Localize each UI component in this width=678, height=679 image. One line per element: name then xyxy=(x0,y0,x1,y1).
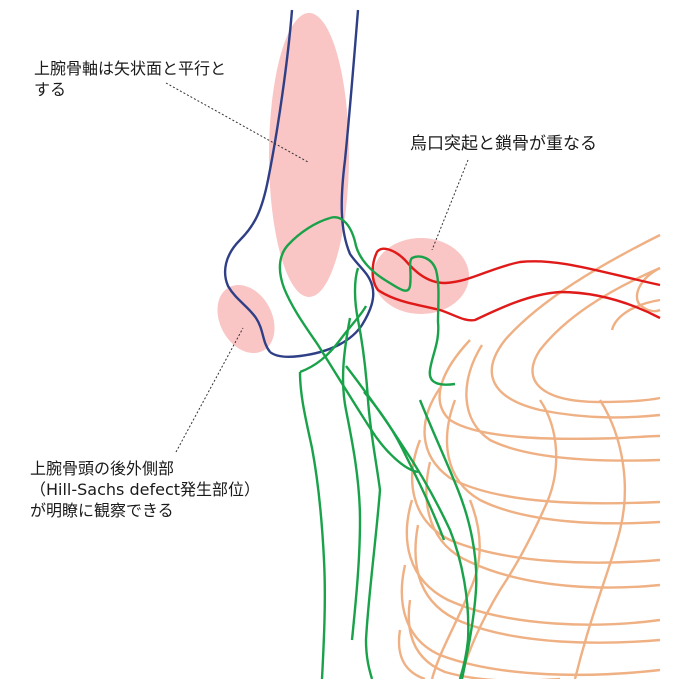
annotation-humerus-axis-line1: 上腕骨軸は矢状面と平行と xyxy=(34,59,227,78)
rib-line xyxy=(430,499,481,679)
humerus-medial-cortex xyxy=(269,9,375,358)
rib-line xyxy=(411,439,661,564)
scapula-lower-line xyxy=(363,391,446,541)
rib-line xyxy=(531,266,661,404)
highlight-humeral-shaft xyxy=(269,13,349,297)
rib-line xyxy=(397,629,426,679)
rib-line xyxy=(610,298,661,331)
annotation-coracoid-clavicle: 烏口突起と鎖骨が重なる xyxy=(410,134,597,155)
rib-line xyxy=(465,344,661,462)
rib-line xyxy=(573,399,627,679)
leader-coracoid-clavicle xyxy=(431,159,469,251)
scapula-lateral-border-inner xyxy=(299,305,368,374)
rib-line xyxy=(405,499,661,626)
rib-line xyxy=(438,339,661,441)
scapula xyxy=(278,216,478,679)
annotation-humeral-head: 上腕骨頭の後外側部 （Hill-Sachs defect発生部位） が明瞭に観察… xyxy=(30,458,260,521)
scapula-glenoid-neck xyxy=(278,216,419,474)
leader-lines xyxy=(165,82,469,453)
clavicle-outline xyxy=(371,247,661,322)
leader-humeral-head xyxy=(175,327,244,453)
scapula-inner-edge xyxy=(341,317,362,641)
rib-line xyxy=(400,564,661,676)
annotation-humerus-axis: 上腕骨軸は矢状面と平行と する xyxy=(34,58,226,100)
annotation-humerus-axis-line2: する xyxy=(34,80,67,99)
annotation-humeral-head-line3: が明瞭に観察できる xyxy=(30,501,174,520)
highlight-humeral-head xyxy=(217,284,275,354)
leader-humerus-axis xyxy=(165,82,309,163)
scapula-medial-line xyxy=(418,399,478,679)
humerus xyxy=(224,9,375,358)
rib-line xyxy=(407,599,560,679)
rib-line xyxy=(445,399,661,525)
annotation-humeral-head-line2: （Hill-Sachs defect発生部位） xyxy=(30,480,261,499)
scapula-lateral-border-outer xyxy=(298,371,327,679)
scapula-spine xyxy=(353,267,382,679)
clavicle xyxy=(371,247,661,322)
rib-line xyxy=(414,524,661,644)
rib-line xyxy=(458,399,558,679)
scapula-coracoid xyxy=(329,216,456,386)
humerus-lateral-cortex xyxy=(224,9,294,353)
rib-line xyxy=(490,233,661,419)
annotation-humeral-head-line1: 上腕骨頭の後外側部 xyxy=(30,459,175,478)
rib-line xyxy=(635,266,661,313)
annotation-coracoid-clavicle-text: 烏口突起と鎖骨が重なる xyxy=(410,134,597,154)
